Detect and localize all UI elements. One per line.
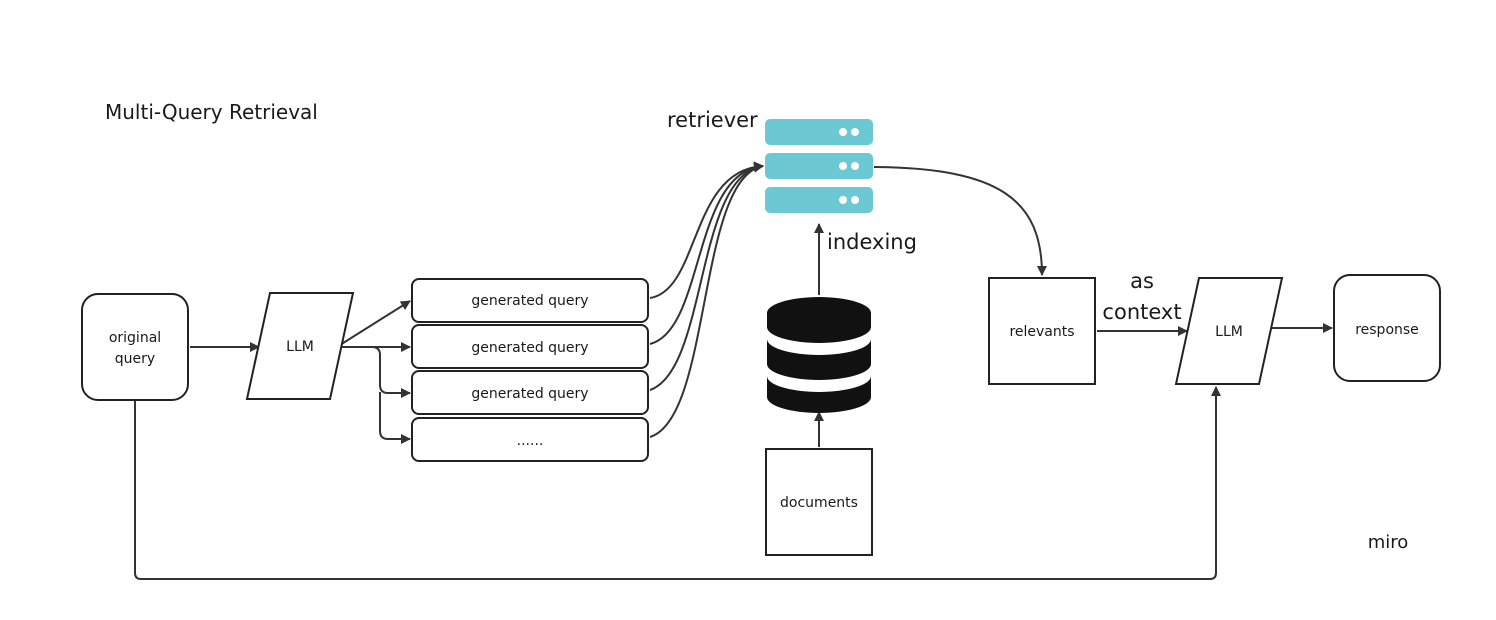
- generated-query-label-2: generated query: [471, 340, 588, 356]
- generated-query-box-2: generated query: [411, 324, 649, 369]
- llm-node-1: LLM: [245, 292, 355, 400]
- miro-watermark: miro: [1368, 532, 1409, 553]
- retriever-label: retriever: [667, 108, 758, 132]
- llm-2-label: LLM: [1215, 324, 1243, 340]
- generated-query-box-3: generated query: [411, 370, 649, 415]
- llm-node-2: LLM: [1174, 277, 1284, 385]
- diagram-title: Multi-Query Retrieval: [105, 100, 318, 124]
- original-query-node: original query: [81, 293, 189, 401]
- llm-1-label: LLM: [286, 339, 314, 355]
- database-icon: [767, 297, 871, 413]
- server-stack-icon: [765, 119, 873, 213]
- arrow-llm-to-gq3: [340, 346, 411, 398]
- arrow-gq2-to-retriever: [649, 161, 764, 345]
- context-label-line2: context: [1102, 300, 1181, 324]
- arrow-retriever-to-relevants: [873, 166, 1047, 276]
- arrow-query-to-llm2: [134, 386, 1221, 580]
- documents-node: documents: [765, 448, 873, 556]
- generated-query-label-4: ......: [517, 433, 544, 449]
- generated-query-box-4: ......: [411, 417, 649, 462]
- arrow-llm-to-gq4: [379, 392, 411, 444]
- arrow-gq1-to-retriever: [649, 161, 764, 299]
- original-query-label-line1: original: [109, 330, 161, 346]
- generated-query-label-3: generated query: [471, 386, 588, 402]
- arrow-gq3-to-retriever: [649, 162, 764, 391]
- arrow-gq4-to-retriever: [649, 162, 764, 438]
- context-label-line1: as: [1130, 269, 1154, 293]
- relevants-label: relevants: [1009, 324, 1074, 340]
- relevants-node: relevants: [988, 277, 1096, 385]
- response-label: response: [1355, 322, 1419, 338]
- original-query-label-line2: query: [115, 351, 155, 367]
- generated-query-label-1: generated query: [471, 293, 588, 309]
- generated-query-box-1: generated query: [411, 278, 649, 323]
- arrow-llm-to-gq1: [339, 300, 411, 346]
- indexing-label: indexing: [827, 230, 917, 254]
- response-node: response: [1333, 274, 1441, 382]
- documents-label: documents: [780, 495, 858, 511]
